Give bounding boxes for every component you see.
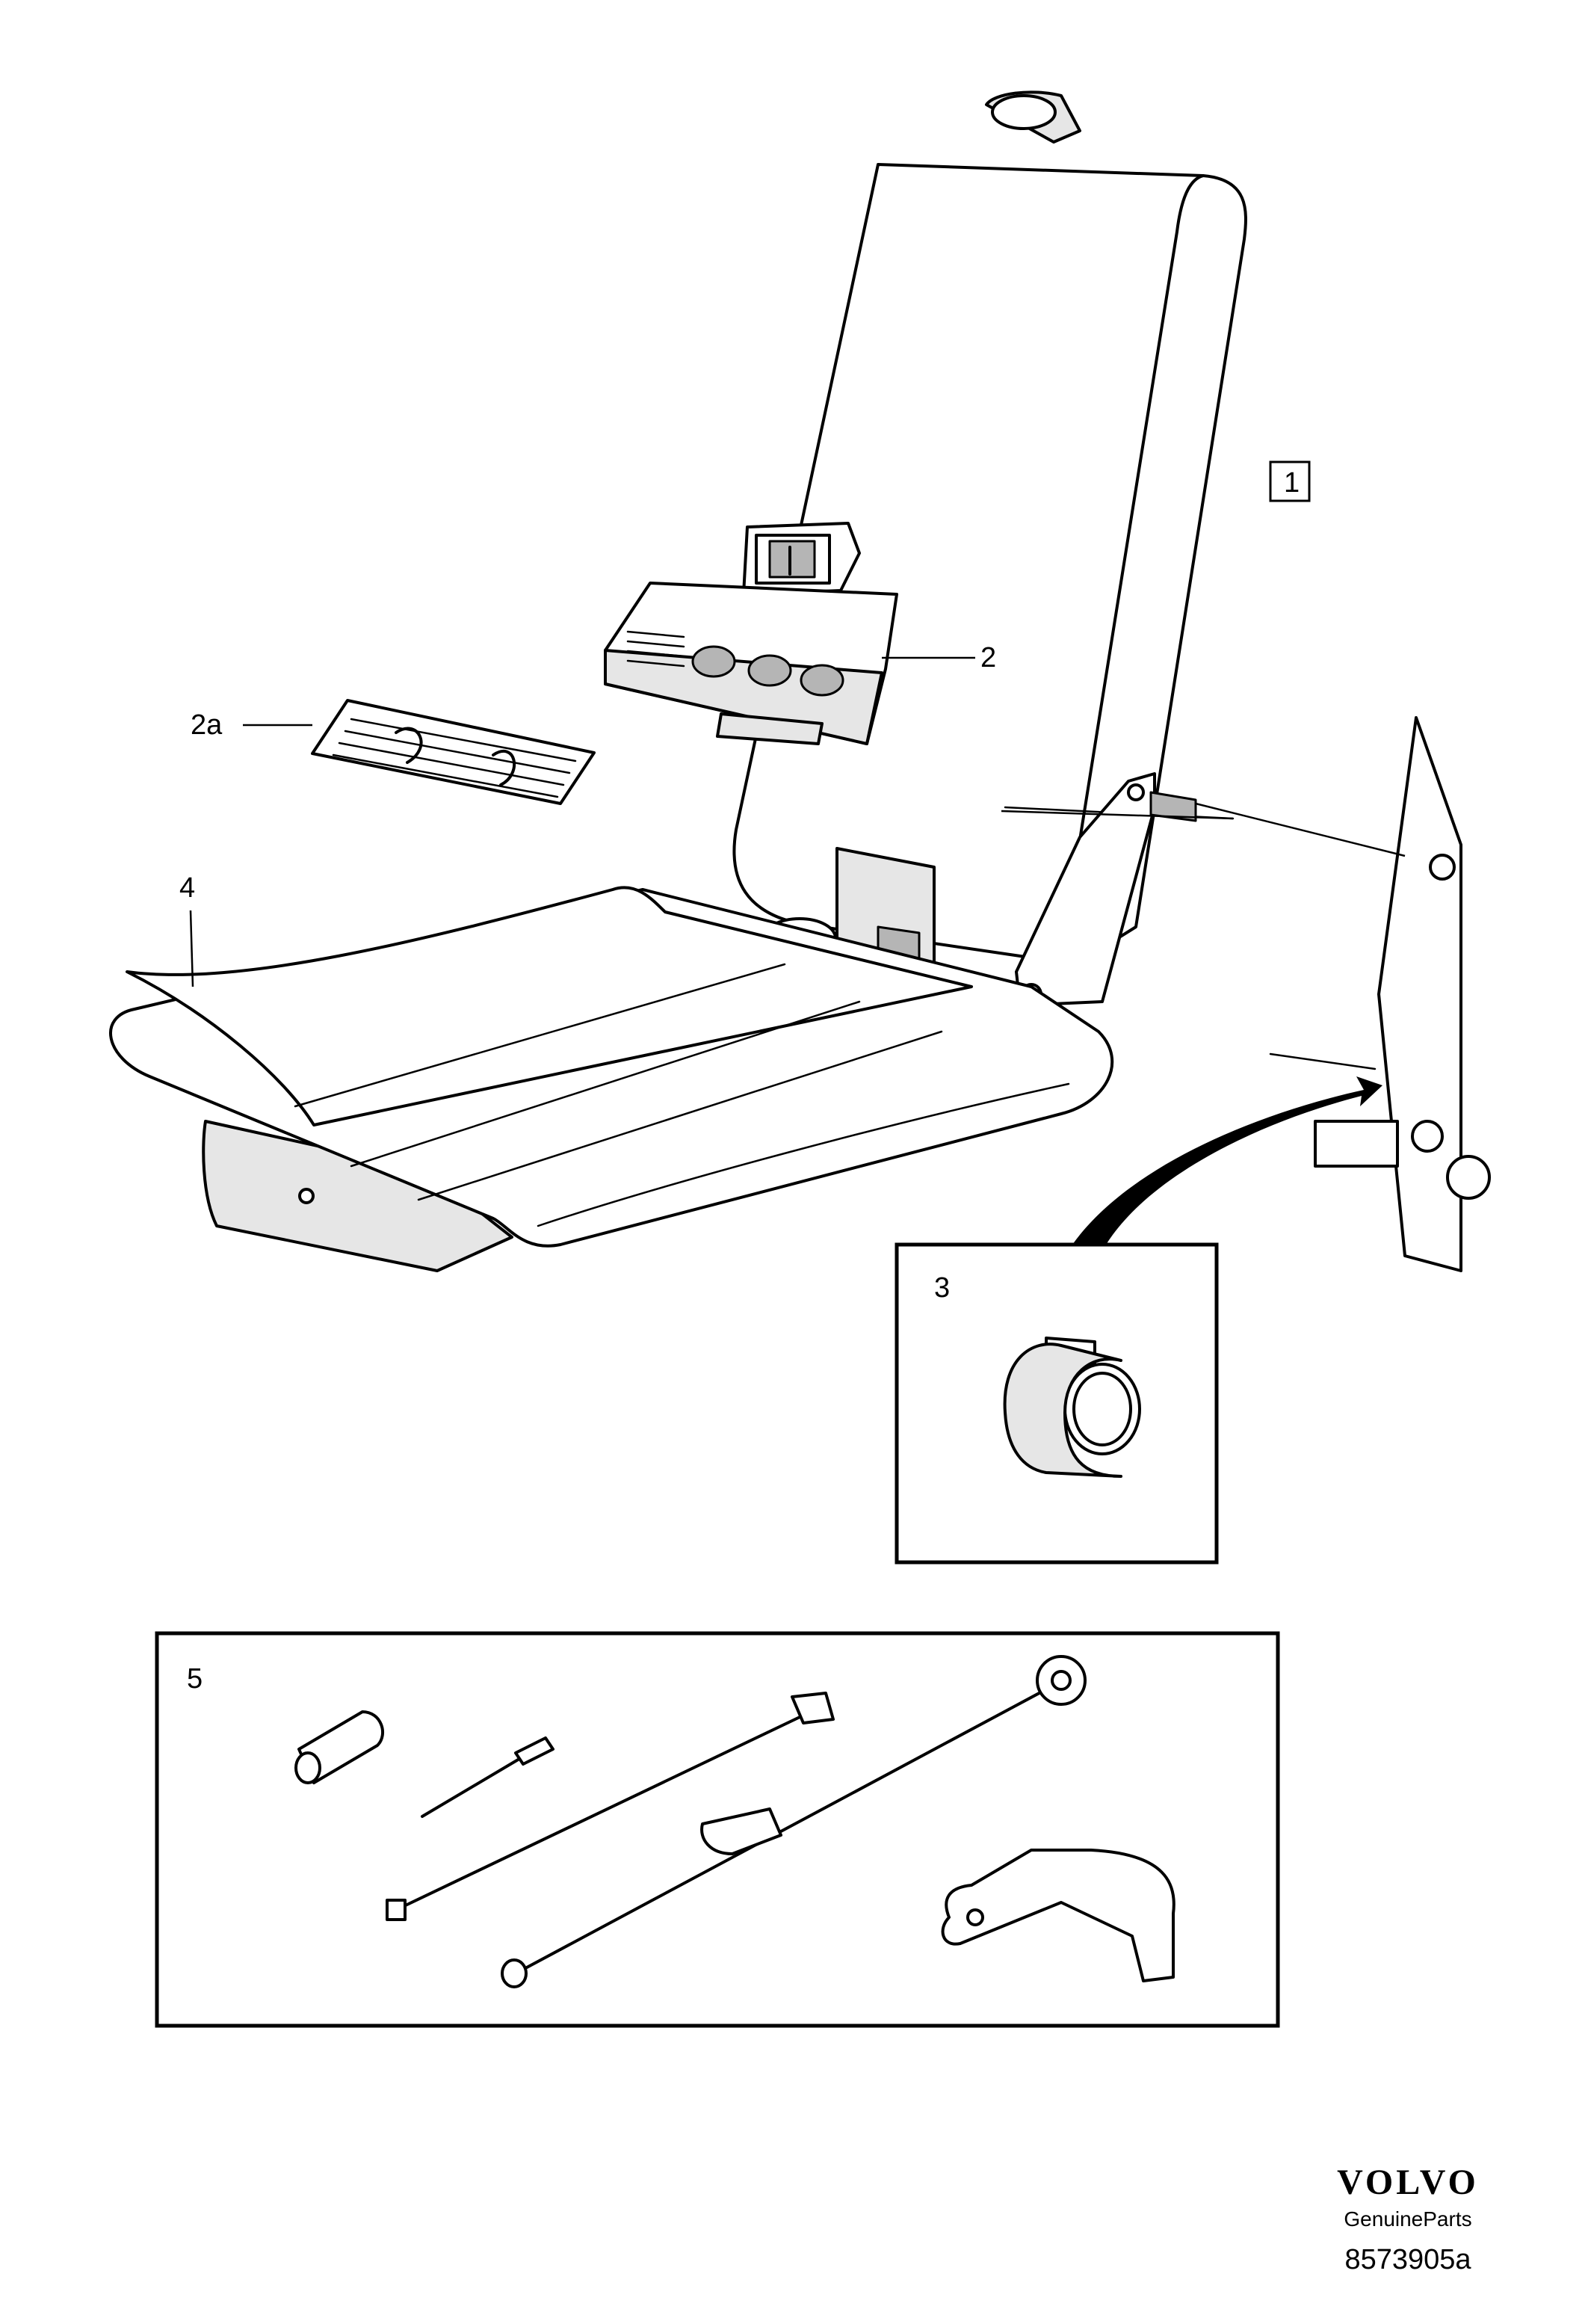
label-sticker bbox=[311, 699, 596, 805]
genuine-parts-label: GenuineParts bbox=[1344, 2207, 1471, 2231]
callout-4: 4 bbox=[179, 872, 195, 904]
seat-backrest bbox=[732, 90, 1247, 966]
leader-lines bbox=[189, 656, 1406, 987]
kit-parts bbox=[294, 1655, 1175, 1988]
callout-box-1 bbox=[1269, 460, 1311, 502]
callout-2: 2 bbox=[980, 642, 996, 674]
callout-1: 1 bbox=[1284, 467, 1300, 499]
control-panel bbox=[604, 522, 898, 745]
icon-row bbox=[626, 630, 844, 697]
pointer-arrow bbox=[1072, 1076, 1382, 1245]
volvo-logo: VOLVO bbox=[1337, 2163, 1479, 2202]
seat-cushion bbox=[108, 886, 1114, 1272]
callout-3: 3 bbox=[934, 1272, 950, 1304]
side-rail bbox=[1269, 716, 1491, 1272]
diagram-code: 8573905a bbox=[1344, 2244, 1471, 2275]
callout-5: 5 bbox=[187, 1663, 203, 1695]
bushing-part bbox=[1003, 1337, 1141, 1478]
callout-2a: 2a bbox=[191, 709, 223, 741]
